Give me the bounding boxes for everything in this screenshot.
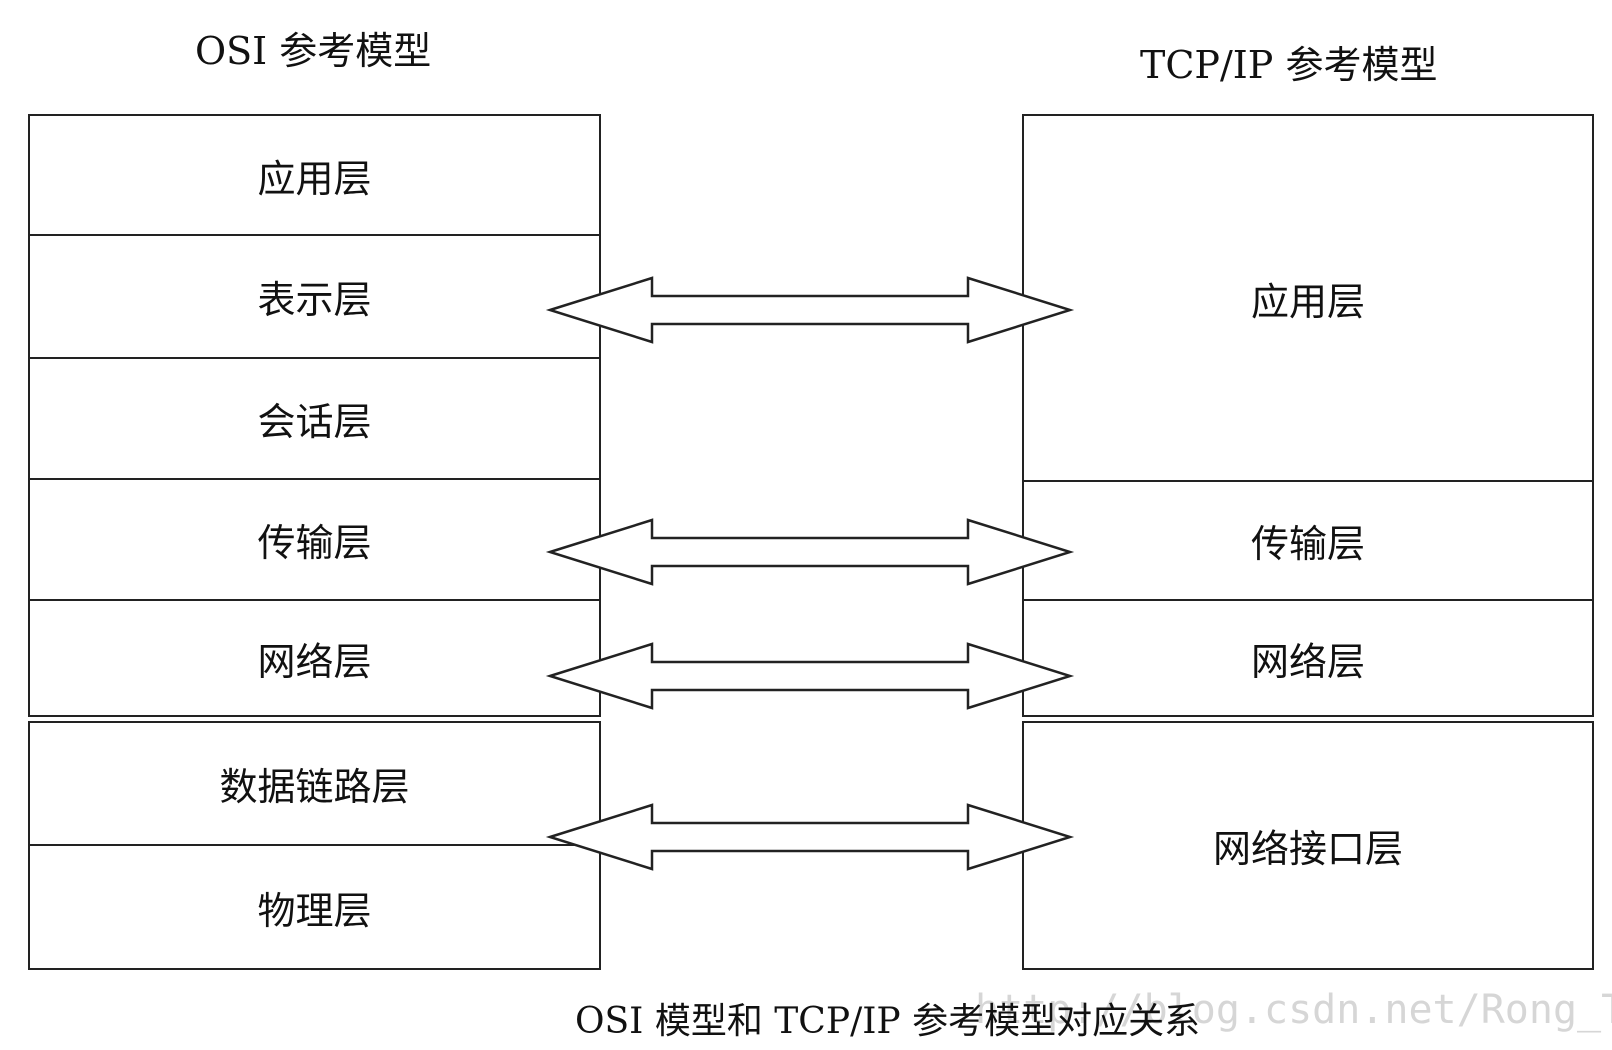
osi-model-title: OSI 参考模型 [195, 29, 432, 73]
double-arrow-icon [545, 642, 1075, 710]
tcpip-model-title: TCP/IP 参考模型 [1140, 43, 1438, 87]
tcpip-layer-stack: 应用层 传输层 网络层 网络接口层 [1022, 114, 1594, 970]
double-arrow-icon [545, 276, 1075, 344]
osi-layer-label: 表示层 [257, 278, 372, 322]
tcpip-layer-label: 应用层 [1250, 279, 1365, 324]
osi-layer-label: 网络层 [257, 639, 372, 684]
tcpip-layer-label: 传输层 [1250, 522, 1365, 566]
osi-layer-application: 应用层 [28, 114, 601, 236]
double-arrow-icon [545, 803, 1075, 871]
osi-layer-data-link: 数据链路层 [28, 721, 601, 846]
osi-layer-transport: 传输层 [28, 478, 601, 601]
osi-layer-label: 传输层 [257, 521, 372, 565]
tcpip-layer-label: 网络层 [1250, 639, 1365, 684]
osi-layer-stack: 应用层 表示层 会话层 传输层 网络层 数据链路层 物理层 [28, 114, 601, 970]
tcpip-layer-transport: 传输层 [1022, 480, 1594, 601]
tcpip-layer-application: 应用层 [1022, 114, 1594, 482]
tcpip-layer-label: 网络接口层 [1212, 827, 1403, 871]
figure-caption: OSI 模型和 TCP/IP 参考模型对应关系 [575, 1001, 1201, 1042]
double-arrow-icon [545, 518, 1075, 586]
osi-layer-session: 会话层 [28, 357, 601, 480]
watermark-text: http://blog.csdn.net/Rong_T [975, 987, 1612, 1033]
osi-layer-label: 数据链路层 [219, 765, 410, 809]
tcpip-layer-network-interface: 网络接口层 [1022, 721, 1594, 970]
osi-layer-physical: 物理层 [28, 844, 601, 970]
osi-layer-presentation: 表示层 [28, 234, 601, 359]
osi-layer-label: 应用层 [257, 156, 372, 201]
osi-layer-label: 物理层 [257, 888, 372, 933]
osi-layer-label: 会话层 [257, 400, 372, 444]
osi-layer-network: 网络层 [28, 599, 601, 717]
tcpip-layer-network: 网络层 [1022, 599, 1594, 717]
